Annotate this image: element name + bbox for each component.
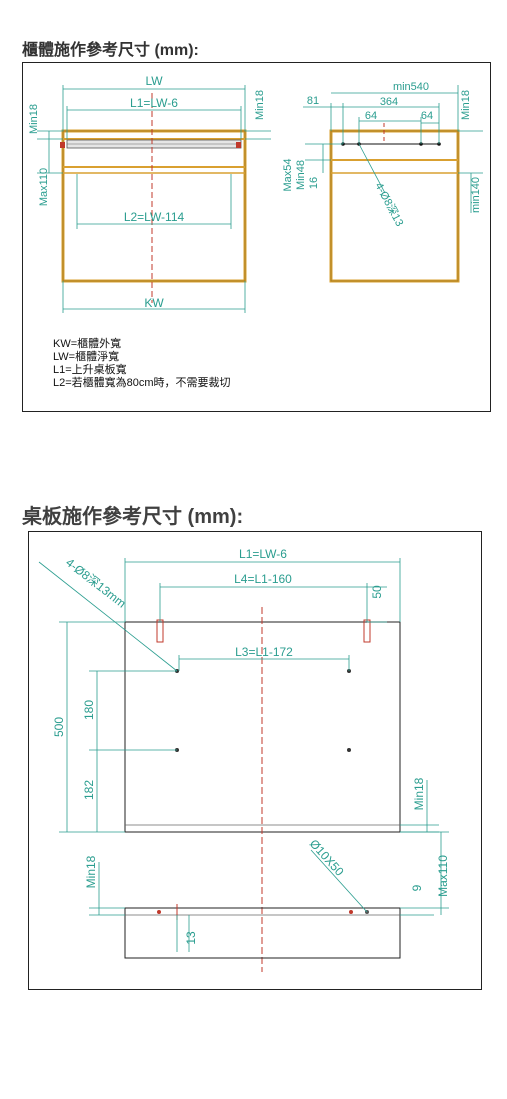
max110-label: Max110 [38,168,50,206]
legend-item-l1: L1=上升桌板寬 [53,364,127,376]
l4-label: L4=L1-160 [234,572,292,586]
min18-right-label: Min18 [254,90,266,120]
legend-item-lw: LW=櫃體淨寬 [53,351,120,363]
side-dimensions [303,85,483,213]
front-cabinet [60,93,247,303]
side-cabinet [329,123,460,283]
tabletop-diagram: L1=LW-6 L4=L1-160 50 4-Ø8深13mm L3=L1-172… [38,547,450,972]
d180-label: 180 [82,700,96,720]
min18-right-label: Min18 [412,777,426,810]
hole-spec-label: 4-Ø8深13 [372,180,406,228]
d64a-label: 64 [365,110,377,122]
l3-label: L3=L1-172 [235,645,293,659]
lw-label: LW [145,74,163,88]
d500-label: 500 [52,717,66,737]
min140-label: min140 [470,177,482,213]
l1-label: L1=LW-6 [130,96,178,110]
kw-label: KW [144,296,164,310]
slot-spec-label: Ø10X50 [307,837,347,879]
d64b-label: 64 [421,110,433,122]
section2-title: 桌板施作參考尺寸 (mm): [22,506,244,528]
min48-label: Min48 [295,160,307,190]
d16-label: 16 [308,177,320,189]
tabletop-diagram-panel: L1=LW-6 L4=L1-160 50 4-Ø8深13mm L3=L1-172… [28,531,482,990]
max54-label: Max54 [282,158,294,191]
front-dimensions [37,85,271,313]
l1-label: L1=LW-6 [239,547,287,561]
tabletop-dimensions [38,558,449,952]
tabletop-side-view [124,904,401,959]
min18-left-label: Min18 [28,104,40,134]
d50-label: 50 [370,585,384,599]
legend-item-l2: L2=若櫃體寬為80cm時，不需要裁切 [53,377,231,389]
d9-label: 9 [410,884,424,891]
cabinet-diagram: LW L1=LW-6 L2=LW-114 KW Min18 Min18 Max1… [28,74,483,313]
side-min18-label: Min18 [460,90,472,120]
d13-label: 13 [184,931,198,945]
d81-label: 81 [307,95,319,107]
max110-label: Max110 [436,855,450,897]
min540-label: min540 [393,81,429,93]
legend-item-kw: KW=櫃體外寬 [53,338,122,350]
hole-spec-label: 4-Ø8深13mm [63,555,128,610]
d182-label: 182 [82,780,96,800]
min18-left-label: Min18 [84,855,98,888]
tabletop-top-view [124,607,401,972]
d364-label: 364 [380,96,398,108]
legend: KW=櫃體外寬 LW=櫃體淨寬 L1=上升桌板寬 L2=若櫃體寬為80cm時，不… [53,338,231,390]
l2-label: L2=LW-114 [124,210,185,224]
cabinet-diagram-panel: LW L1=LW-6 L2=LW-114 KW Min18 Min18 Max1… [22,62,491,412]
section1-title: 櫃體施作參考尺寸 (mm): [22,42,199,59]
